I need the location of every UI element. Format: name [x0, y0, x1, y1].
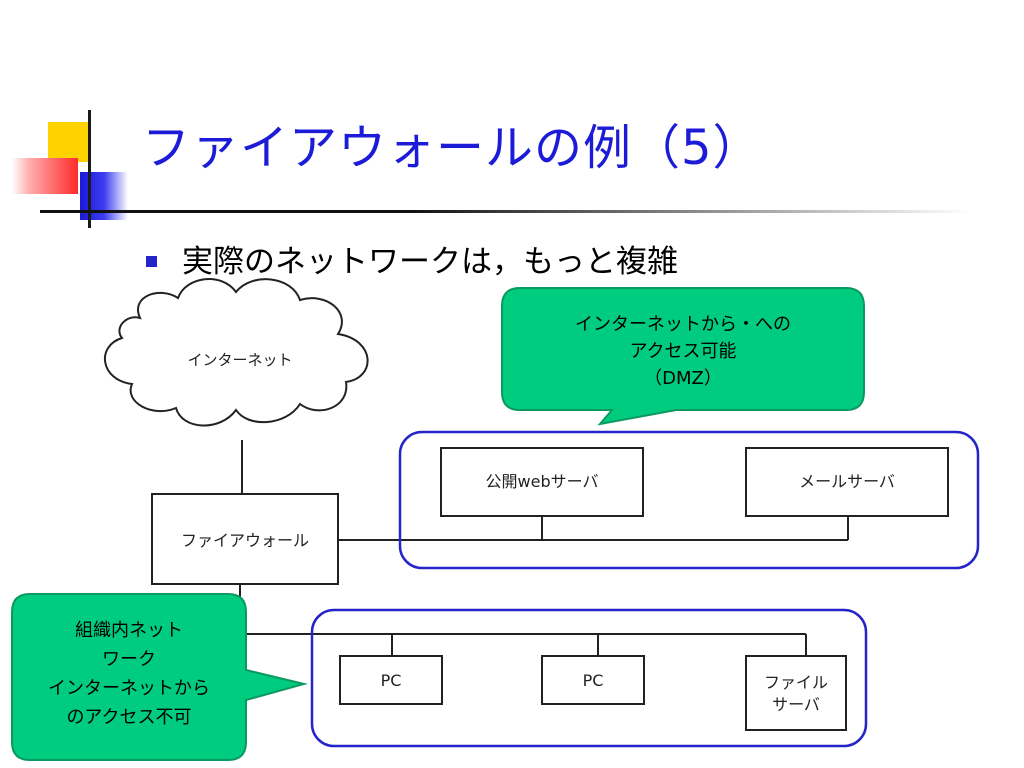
- internal-callout-line4: のアクセス不可: [66, 707, 191, 728]
- title-decoration-red: [12, 158, 78, 194]
- pc-node: PC: [541, 655, 645, 705]
- internal-callout-line2: ワーク: [102, 649, 156, 670]
- internal-callout-line3: インターネットから: [48, 678, 210, 699]
- file-server-node: ファイル サーバ: [745, 655, 847, 731]
- dmz-callout-line1: インターネットから・への: [575, 314, 791, 335]
- bullet-marker: [146, 256, 157, 267]
- internal-callout-line1: 組織内ネット: [75, 620, 183, 641]
- internet-cloud: インターネット: [104, 278, 369, 427]
- dmz-zone: [398, 430, 980, 570]
- dmz-callout-line2: アクセス可能: [629, 341, 736, 362]
- slide-title: ファイアウォールの例（5）: [142, 120, 762, 176]
- title-decoration-yellow: [48, 122, 88, 162]
- dmz-callout: インターネットから・への アクセス可能 （DMZ）: [501, 287, 865, 426]
- internal-zone: [310, 608, 868, 748]
- pc-label: PC: [381, 671, 402, 690]
- firewall-label: ファイアウォール: [181, 531, 309, 550]
- file-server-label-line2: サーバ: [772, 695, 820, 714]
- mail-server-label: メールサーバ: [799, 472, 895, 491]
- internal-callout: 組織内ネット ワーク インターネットから のアクセス不可: [11, 593, 308, 761]
- internet-label: インターネット: [187, 351, 292, 369]
- web-server-label: 公開webサーバ: [486, 472, 599, 491]
- mail-server-node: メールサーバ: [745, 447, 949, 517]
- firewall-node: ファイアウォール: [151, 493, 339, 585]
- dmz-callout-line3: （DMZ）: [644, 368, 722, 389]
- web-server-node: 公開webサーバ: [440, 447, 644, 517]
- pc-node: PC: [339, 655, 443, 705]
- bullet-text: 実際のネットワークは，もっと複雑: [182, 244, 678, 280]
- title-underline: [40, 210, 970, 213]
- file-server-label-line1: ファイル: [764, 673, 828, 692]
- network-links: [239, 440, 849, 656]
- title-decoration-vertical-line: [88, 110, 91, 228]
- pc-label: PC: [583, 671, 604, 690]
